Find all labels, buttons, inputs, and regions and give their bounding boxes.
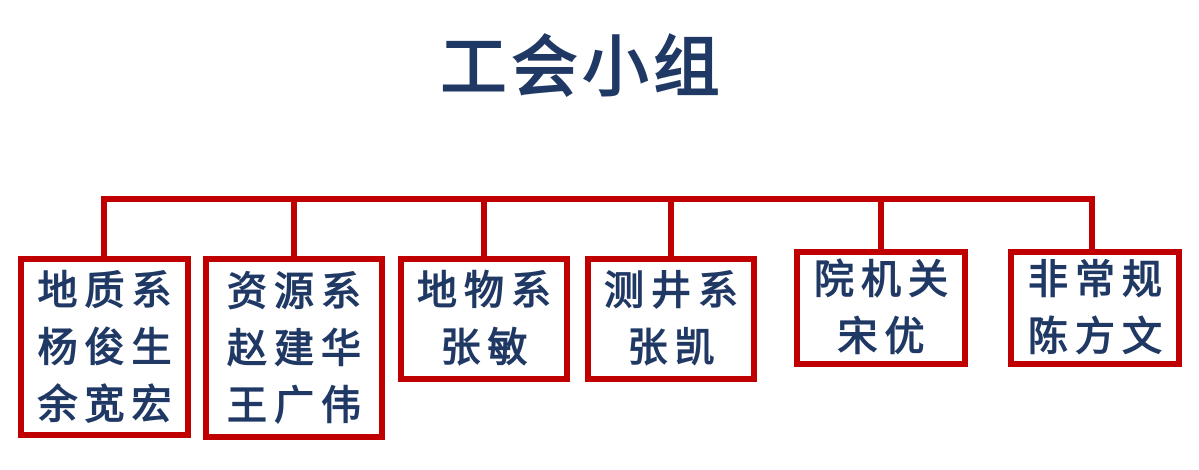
dept-label: 地质系 — [37, 267, 179, 313]
dept-label: 非常规 — [1028, 257, 1169, 302]
member-name: 余宽宏 — [37, 381, 179, 427]
member-name: 张凯 — [627, 325, 722, 370]
member-name: 杨俊生 — [37, 324, 179, 370]
connector-drop-institute-office — [878, 196, 884, 253]
chart-title: 工会小组 — [440, 32, 725, 105]
member-name: 陈方文 — [1028, 314, 1169, 359]
connector-drop-geology — [101, 196, 107, 260]
org-box-unconventional: 非常规 陈方文 — [1008, 249, 1182, 367]
member-name: 张敏 — [440, 325, 535, 370]
member-name: 王广伟 — [227, 382, 368, 428]
dept-label: 院机关 — [814, 257, 955, 302]
member-name: 宋优 — [837, 314, 932, 359]
connector-drop-well-logging — [668, 196, 674, 260]
org-box-geophysics: 地物系 张敏 — [398, 256, 570, 382]
connector-drop-resources — [291, 196, 297, 260]
member-name: 赵建华 — [227, 325, 368, 371]
org-box-well-logging: 测井系 张凯 — [585, 256, 757, 382]
dept-label: 测井系 — [604, 268, 745, 313]
org-box-geology: 地质系 杨俊生 余宽宏 — [18, 256, 191, 438]
connector-drop-unconventional — [1089, 196, 1095, 253]
connector-drop-geophysics — [481, 196, 487, 260]
org-box-resources: 资源系 赵建华 王广伟 — [203, 256, 385, 440]
dept-label: 资源系 — [227, 268, 368, 314]
connector-horizontal-rail — [101, 196, 1095, 202]
dept-label: 地物系 — [417, 268, 558, 313]
org-box-institute-office: 院机关 宋优 — [794, 249, 968, 367]
